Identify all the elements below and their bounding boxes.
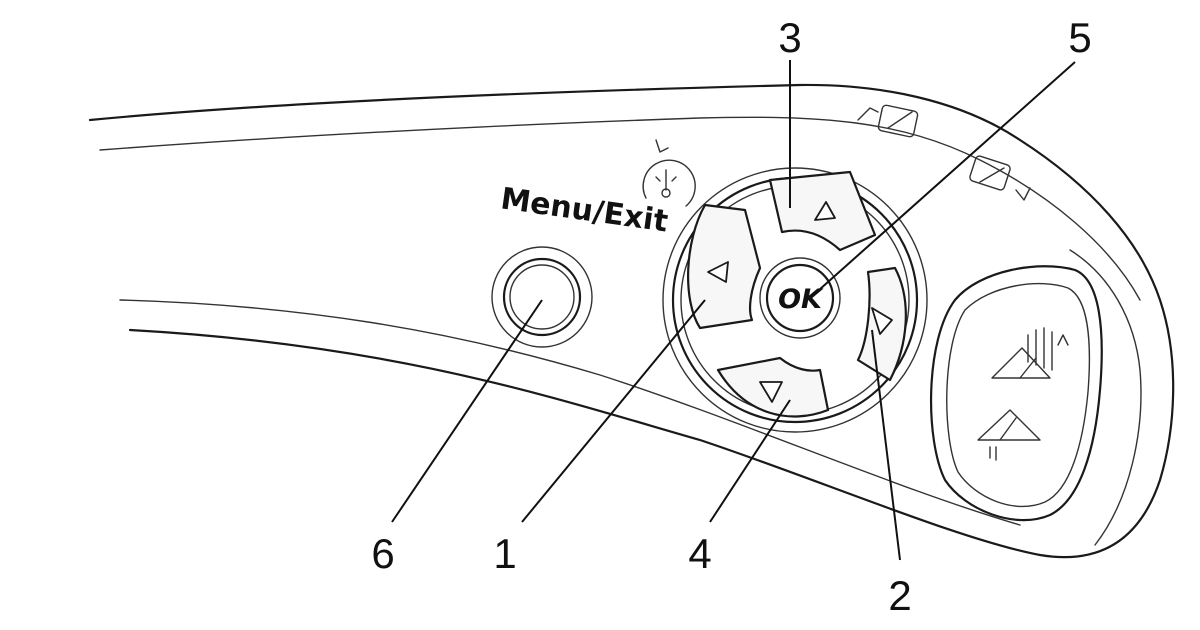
front-wiper-single-wipe-icon	[977, 409, 1041, 461]
callout-3: 3	[778, 14, 801, 61]
callout-5: 5	[1068, 14, 1091, 61]
rear-washer-icon	[969, 155, 1031, 201]
callout-2: 2	[888, 572, 911, 619]
up-arrow-icon	[814, 201, 836, 221]
left-arrow-icon	[707, 261, 729, 283]
down-arrow-button[interactable]	[716, 356, 830, 418]
ok-button[interactable]: OK	[759, 257, 841, 339]
leader-6	[391, 299, 543, 523]
rear-wiper-icon	[857, 104, 919, 138]
down-arrow-icon	[759, 381, 783, 403]
right-arrow-button[interactable]	[856, 266, 907, 382]
callout-4: 4	[688, 530, 711, 577]
leader-4	[709, 399, 791, 523]
right-arrow-icon	[871, 307, 893, 335]
leader-1	[521, 299, 706, 523]
leader-2	[871, 329, 901, 561]
callout-6: 6	[371, 530, 394, 577]
menu-exit-label: Menu/Exit	[498, 181, 670, 239]
up-arrow-button[interactable]	[768, 170, 877, 252]
callout-1: 1	[493, 530, 516, 577]
stalk-body	[88, 83, 1175, 559]
wiper-control-pad[interactable]	[929, 265, 1103, 522]
leader-lines	[391, 60, 1076, 561]
speed-limiter-icon	[642, 139, 696, 207]
front-wiper-intermittent-icon	[991, 327, 1069, 379]
ok-label: OK	[778, 284, 824, 315]
leader-5	[809, 61, 1076, 299]
left-arrow-button[interactable]	[687, 203, 762, 330]
menu-exit-button[interactable]	[491, 246, 593, 348]
